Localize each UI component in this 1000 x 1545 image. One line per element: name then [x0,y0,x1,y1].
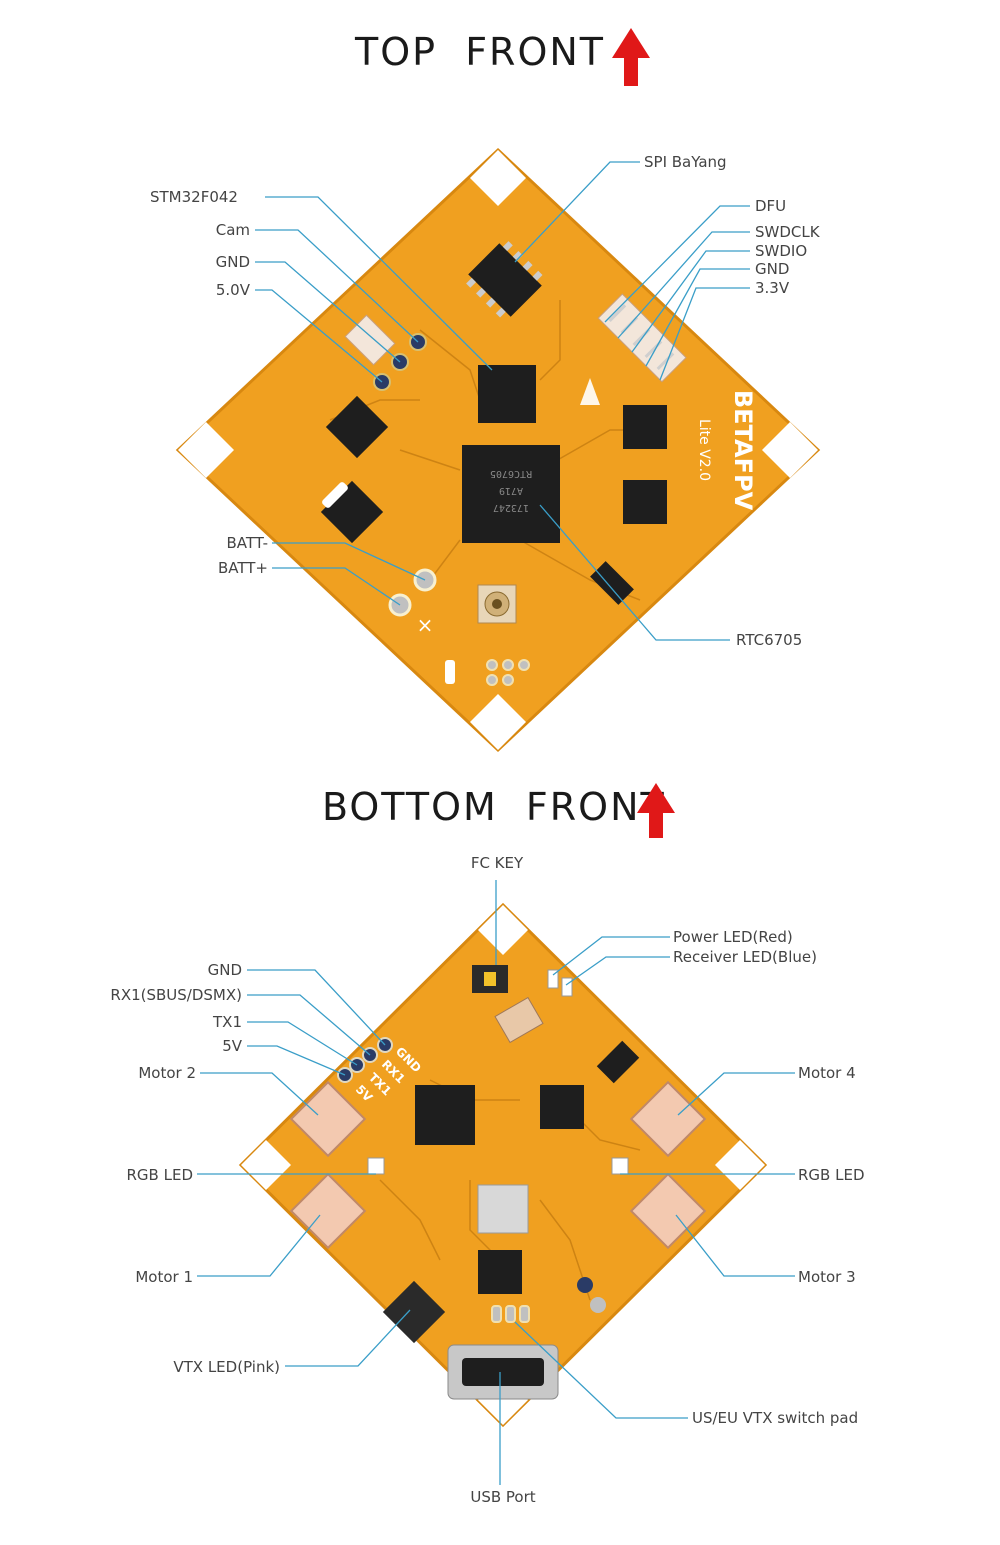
brand-silkscreen: BETAFPV [729,390,757,511]
top-board: 173247 A719 RTC6705 [175,147,821,753]
us-eu-switch-pads [491,1305,530,1323]
ipex-antenna-connector [477,584,517,624]
label-motor-4: Motor 4 [798,1064,856,1082]
label-5v-bottom: 5V [222,1037,243,1055]
receiver-chip [415,1085,475,1145]
bottom-front-heading: BOTTOM FRONT [322,785,666,829]
label-3v3: 3.3V [755,279,790,297]
svg-text:173247: 173247 [493,502,529,513]
label-motor-3: Motor 3 [798,1268,856,1286]
svg-text:A719: A719 [499,485,523,496]
label-gnd-top: GND [216,253,250,271]
label-rtc6705: RTC6705 [736,631,802,649]
label-us-eu-switch: US/EU VTX switch pad [692,1409,858,1427]
battery-pads: × [388,568,437,637]
label-swdclk: SWDCLK [755,223,821,241]
label-motor-2: Motor 2 [138,1064,196,1082]
label-fc-key: FC KEY [471,854,524,872]
label-usb-port: USB Port [470,1488,535,1506]
mosfet-chips [320,395,667,605]
bottom-leader-lines [197,880,795,1485]
label-batt-minus: BATT- [227,534,268,552]
label-receiver-led: Receiver LED(Blue) [673,948,817,966]
gyro-chip [540,1085,584,1129]
top-front-heading: TOP FRONT [355,30,606,74]
label-tx1: TX1 [212,1013,242,1031]
model-silkscreen: Lite V2.0 [696,419,712,481]
rgb-led-left [367,1157,385,1175]
label-gnd-swd: GND [755,260,789,278]
motor-connectors [289,1080,707,1250]
label-power-led: Power LED(Red) [673,928,793,946]
label-spi-bayang: SPI BaYang [644,153,727,171]
top-leader-lines [255,161,750,641]
label-vtx-led: VTX LED(Pink) [173,1358,280,1376]
cam-connector [344,314,396,366]
fc-key-button [472,965,508,993]
label-stm32f042: STM32F042 [150,188,238,206]
label-motor-1: Motor 1 [135,1268,193,1286]
bottom-board: GND RX1 TX1 5V [238,902,768,1428]
top-front-arrow-icon [612,28,650,86]
label-5v: 5.0V [216,281,251,299]
rtc6705-chip: 173247 A719 RTC6705 [462,445,560,543]
label-rgb-led-right: RGB LED [798,1166,865,1184]
rgb-led-right [611,1157,629,1175]
label-gnd-bottom: GND [208,961,242,979]
label-dfu: DFU [755,197,786,215]
usb-port [447,1344,559,1400]
svg-text:RTC6705: RTC6705 [490,468,532,479]
spi-bayang-chip [466,241,543,318]
bottom-front-arrow-icon [637,783,675,838]
label-swdio: SWDIO [755,242,807,260]
label-batt-plus: BATT+ [218,559,268,577]
label-rgb-led-left: RGB LED [127,1166,194,1184]
label-rx1: RX1(SBUS/DSMX) [110,986,242,1004]
label-cam: Cam [216,221,250,239]
svg-text:×: × [417,613,434,637]
stm32f042-chip [478,365,536,423]
osd-chip [478,1250,522,1294]
status-leds [547,969,573,997]
